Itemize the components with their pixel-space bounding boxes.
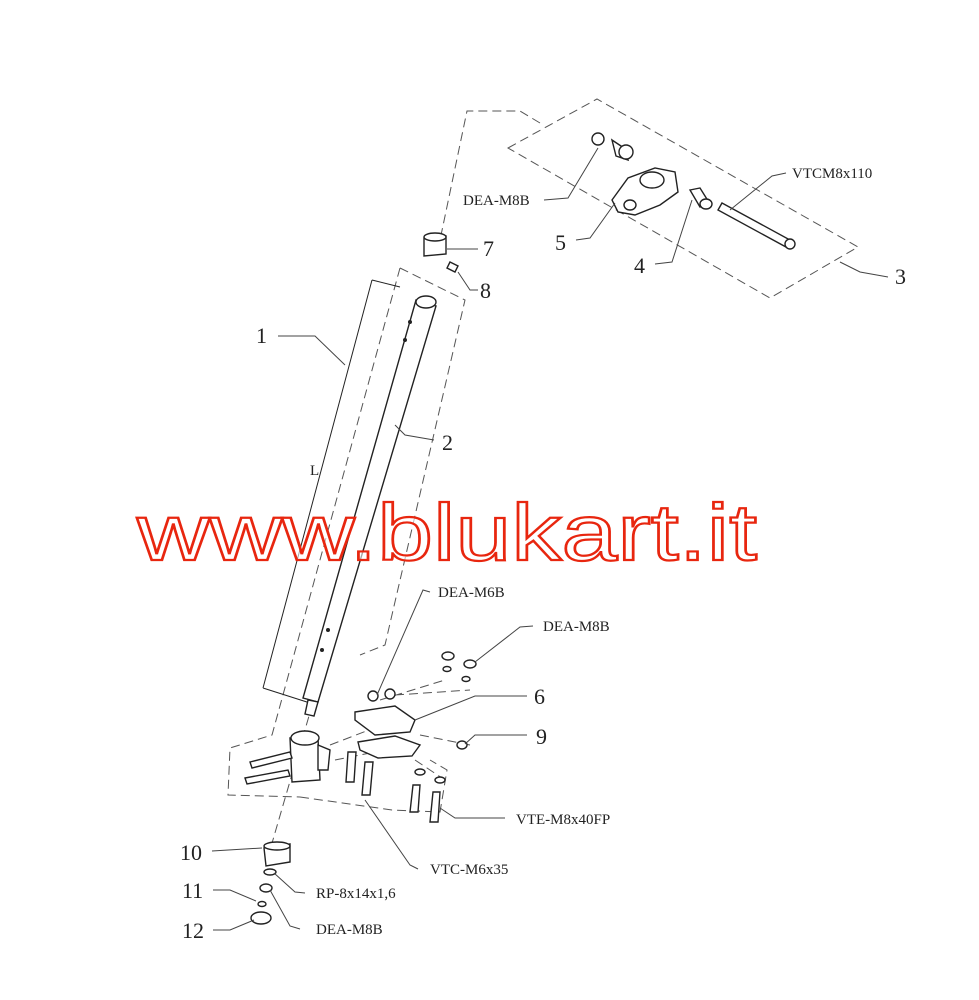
- callout-8: 8: [480, 278, 491, 303]
- callout-9: 9: [536, 724, 547, 749]
- callout-1: 1: [256, 323, 267, 348]
- label-vtcm8x110: VTCM8x110: [792, 166, 872, 182]
- bottom-assembly-parts: [244, 651, 477, 925]
- label-vte-m8x40fp: VTE-M8x40FP: [516, 812, 610, 828]
- top-connector-outline: [439, 110, 541, 241]
- bottom-assembly-outline: [299, 759, 448, 813]
- label-dea-m8b-top: DEA-M8B: [463, 193, 530, 209]
- tube-outline-outer: [227, 267, 401, 798]
- callout-11: 11: [182, 878, 203, 903]
- callout-7: 7: [483, 236, 494, 261]
- top-assembly-outline: [506, 98, 860, 299]
- callout-12: 12: [182, 918, 204, 943]
- tube-outline-inner: [359, 267, 466, 656]
- dimension-l: L: [262, 279, 401, 704]
- callout-4: 4: [634, 253, 645, 278]
- callout-10: 10: [180, 840, 202, 865]
- callout-3: 3: [895, 264, 906, 289]
- top-assembly-parts: [591, 132, 796, 250]
- steering-tube: [302, 295, 437, 717]
- bracket-links: [329, 679, 471, 781]
- part-code-labels: DEA-M8B VTCM8x110 DEA-M6B DEA-M8B VTE-M8…: [316, 166, 872, 938]
- leader-lines: [211, 147, 889, 931]
- dimension-l-label: L: [310, 463, 319, 479]
- label-dea-m8b-bottom: DEA-M8B: [316, 922, 383, 938]
- callout-numbers: 1 2 3 4 5 6 7 8 9 10 11 12: [180, 230, 906, 943]
- label-vtc-m6x35: VTC-M6x35: [430, 862, 508, 878]
- label-dea-m6b: DEA-M6B: [438, 585, 505, 601]
- collar-part-7: [423, 232, 459, 273]
- label-rp-8x14x1-6: RP-8x14x1,6: [316, 886, 396, 902]
- label-dea-m8b-mid: DEA-M8B: [543, 619, 610, 635]
- callout-6: 6: [534, 684, 545, 709]
- callout-2: 2: [442, 430, 453, 455]
- callout-5: 5: [555, 230, 566, 255]
- watermark: www.blukart.it: [136, 488, 757, 577]
